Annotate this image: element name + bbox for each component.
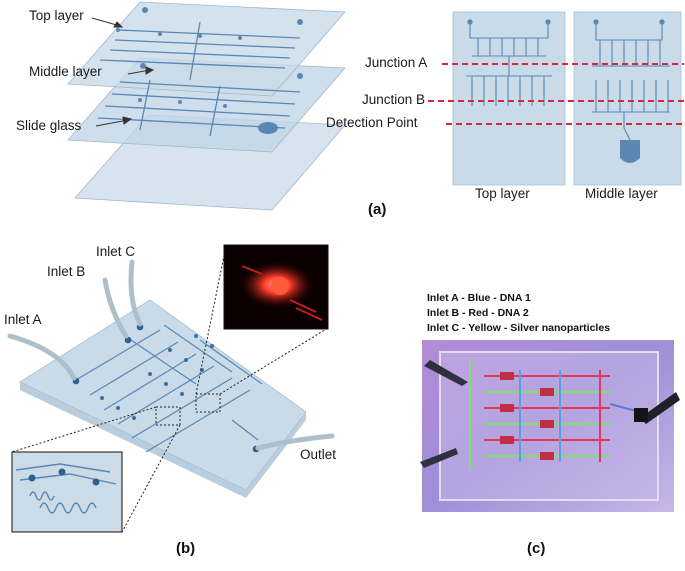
legend-inlet-b: Inlet B - Red - DNA 2 <box>427 307 529 319</box>
label-slide-glass: Slide glass <box>16 118 82 133</box>
middle-layer-ports <box>138 63 303 108</box>
label-inlet-c: Inlet C <box>96 244 136 259</box>
label-detection-point: Detection Point <box>326 115 418 130</box>
chip-3d-view <box>7 259 335 498</box>
plan-view-middle-layer <box>573 11 682 186</box>
label-outlet: Outlet <box>300 447 337 462</box>
chip-port-grid <box>100 334 214 420</box>
caption-plan-middle-layer: Middle layer <box>585 186 658 201</box>
magnified-channel-inset <box>11 451 123 533</box>
junction-lines <box>428 63 684 125</box>
label-top-layer: Top layer <box>29 8 84 23</box>
outlet-needle <box>640 392 680 424</box>
panel-label-b: (b) <box>176 540 196 557</box>
photo-serpentine-marks <box>500 372 554 460</box>
label-junction-a: Junction A <box>365 55 428 70</box>
inlet-tubing <box>7 259 335 451</box>
label-middle-layer: Middle layer <box>29 64 102 79</box>
legend-inlet-c: Inlet C - Yellow - Silver nanoparticles <box>427 322 611 334</box>
detection-chamber <box>258 122 278 134</box>
inlet-needle-bottom <box>420 448 458 468</box>
top-layer-ports <box>116 7 303 40</box>
panel-label-a: (a) <box>368 201 387 218</box>
label-junction-b: Junction B <box>362 92 426 107</box>
chip-photo <box>420 340 680 512</box>
exploded-layer-stack <box>67 1 346 211</box>
layer-pointer-arrows <box>91 17 155 127</box>
label-inlet-a: Inlet A <box>4 312 42 327</box>
fluorescence-inset <box>223 244 329 330</box>
inlet-needle-top <box>424 360 468 386</box>
plan-view-top-layer <box>452 11 566 186</box>
chip-body-top <box>19 299 307 491</box>
caption-plan-top-layer: Top layer <box>475 186 530 201</box>
top-layer-channels <box>99 21 301 81</box>
zoom-callouts <box>11 245 329 533</box>
panel-label-c: (c) <box>527 540 546 557</box>
label-inlet-b: Inlet B <box>47 264 86 279</box>
legend-inlet-a: Inlet A - Blue - DNA 1 <box>427 292 531 304</box>
